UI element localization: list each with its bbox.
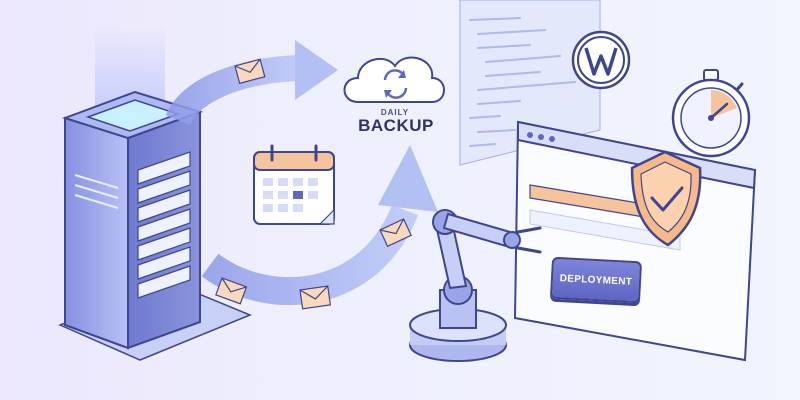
code-window-icon [459,0,601,166]
server-icon [58,25,252,361]
stopwatch-icon [671,69,751,158]
wordpress-logo-icon [571,30,631,90]
calendar-icon [253,144,335,225]
daily-label: DAILY [380,108,410,117]
deployment-button[interactable]: DEPLOYMENT [549,256,643,304]
robot-arm-icon [409,209,542,362]
browser-window-icon [513,120,757,362]
shield-check-icon [630,150,702,247]
backup-label: BACKUP [358,116,434,135]
cloud-sync-icon [343,56,445,103]
envelope-icon [215,58,412,310]
